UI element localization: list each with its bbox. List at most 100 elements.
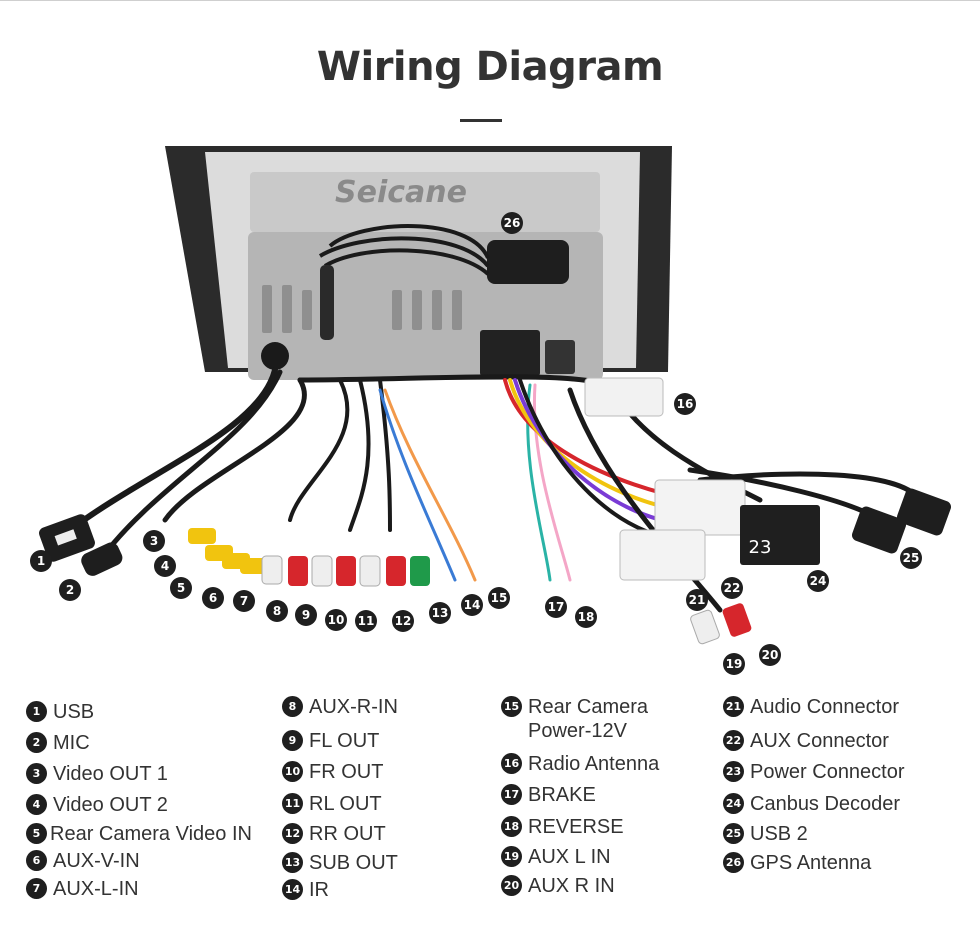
legend-item: 7 AUX-L-IN xyxy=(26,877,139,901)
callout-18: 18 xyxy=(575,606,597,628)
svg-text:8: 8 xyxy=(273,604,281,618)
antenna-socket xyxy=(545,340,575,374)
legend-badge: 24 xyxy=(723,793,744,814)
legend-label: REVERSE xyxy=(528,816,624,838)
legend-label: AUX-V-IN xyxy=(53,850,140,872)
legend-badge: 5 xyxy=(26,823,47,844)
svg-text:7: 7 xyxy=(240,594,248,608)
legend-label: Video OUT 1 xyxy=(53,763,168,785)
legend-badge: 23 xyxy=(723,761,744,782)
callout-21: 21 xyxy=(686,589,708,611)
legend-item: 21 Audio Connector xyxy=(723,695,899,719)
aux-r-in-plug xyxy=(722,603,752,637)
callout-24: 24 xyxy=(807,570,829,592)
legend-badge: 15 xyxy=(501,696,522,717)
callout-3: 3 xyxy=(143,530,165,552)
legend-badge: 7 xyxy=(26,878,47,899)
legend-label: GPS Antenna xyxy=(750,852,872,874)
cable-bundle-left xyxy=(67,367,613,563)
svg-text:21: 21 xyxy=(689,593,706,607)
callouts: 1 2 3 4 5 6 7 8 9 10 11 12 13 14 15 16 1… xyxy=(30,212,922,675)
callout-16: 16 xyxy=(674,393,696,415)
svg-text:23: 23 xyxy=(749,537,772,558)
legend-badge: 18 xyxy=(501,816,522,837)
legend-badge: 11 xyxy=(282,793,303,814)
callout-14: 14 xyxy=(461,594,483,616)
legend-label: AUX L IN xyxy=(528,846,611,868)
legend-item: 23 Power Connector xyxy=(723,760,905,784)
title-underline xyxy=(460,119,502,122)
legend-item: 11 RL OUT xyxy=(282,792,382,816)
svg-text:20: 20 xyxy=(762,648,779,662)
mic-plug xyxy=(81,542,123,576)
legend-item: 18 REVERSE xyxy=(501,815,624,839)
svg-text:25: 25 xyxy=(903,551,920,565)
legend-item: 4 Video OUT 2 xyxy=(26,793,168,817)
legend-badge: 21 xyxy=(723,696,744,717)
callout-9: 9 xyxy=(295,604,317,626)
svg-text:12: 12 xyxy=(395,614,412,628)
legend-badge: 4 xyxy=(26,794,47,815)
legend-label: Video OUT 2 xyxy=(53,794,168,816)
legend-badge: 25 xyxy=(723,823,744,844)
callout-26: 26 xyxy=(501,212,523,234)
page-title: Wiring Diagram xyxy=(316,44,664,90)
legend-badge: 22 xyxy=(723,730,744,751)
wifi-antenna xyxy=(320,265,334,340)
svg-text:22: 22 xyxy=(724,581,741,595)
legend-label: RL OUT xyxy=(309,793,382,815)
legend-label: FR OUT xyxy=(309,761,384,783)
callout-23: 23 xyxy=(749,537,772,558)
legend-badge: 13 xyxy=(282,852,303,873)
svg-text:26: 26 xyxy=(504,216,521,230)
top-rule xyxy=(0,0,980,1)
audio-connector xyxy=(619,529,706,581)
svg-text:15: 15 xyxy=(491,591,508,605)
callout-8: 8 xyxy=(266,600,288,622)
legend-badge: 19 xyxy=(501,846,522,867)
rca-connectors xyxy=(188,528,430,587)
legend-label: Power Connector xyxy=(750,761,905,783)
legend-label: Canbus Decoder xyxy=(750,793,901,815)
usb-plug-right-2 xyxy=(896,488,952,536)
callout-11: 11 xyxy=(355,610,377,632)
svg-text:16: 16 xyxy=(677,397,694,411)
callout-19: 19 xyxy=(723,653,745,675)
svg-text:4: 4 xyxy=(161,559,169,573)
legend-badge: 20 xyxy=(501,875,522,896)
svg-text:11: 11 xyxy=(358,614,375,628)
legend-item: 10 FR OUT xyxy=(282,760,383,784)
callout-20: 20 xyxy=(759,644,781,666)
legend-badge: 12 xyxy=(282,823,303,844)
svg-text:24: 24 xyxy=(810,574,827,588)
legend-item: 13 SUB OUT xyxy=(282,851,398,875)
legend-badge: 10 xyxy=(282,761,303,782)
legend-item: 24 Canbus Decoder xyxy=(723,792,900,816)
legend-badge: 14 xyxy=(282,879,303,900)
callout-12: 12 xyxy=(392,610,414,632)
legend-label: AUX-L-IN xyxy=(53,878,139,900)
legend-item: 25 USB 2 xyxy=(723,822,808,846)
legend-label: Audio Connector xyxy=(750,696,899,718)
callout-6: 6 xyxy=(202,587,224,609)
legend-badge: 1 xyxy=(26,701,47,722)
aux-connector xyxy=(654,479,746,536)
brand-logo: Seicane xyxy=(335,175,467,210)
legend-label: AUX-R-IN xyxy=(309,696,398,718)
svg-text:13: 13 xyxy=(432,606,449,620)
callout-15: 15 xyxy=(488,587,510,609)
svg-text:2: 2 xyxy=(66,583,74,597)
legend-label: USB 2 xyxy=(750,823,808,845)
svg-text:5: 5 xyxy=(177,581,185,595)
callout-17: 17 xyxy=(545,596,567,618)
legend-label: SUB OUT xyxy=(309,852,398,874)
legend-badge: 6 xyxy=(26,850,47,871)
